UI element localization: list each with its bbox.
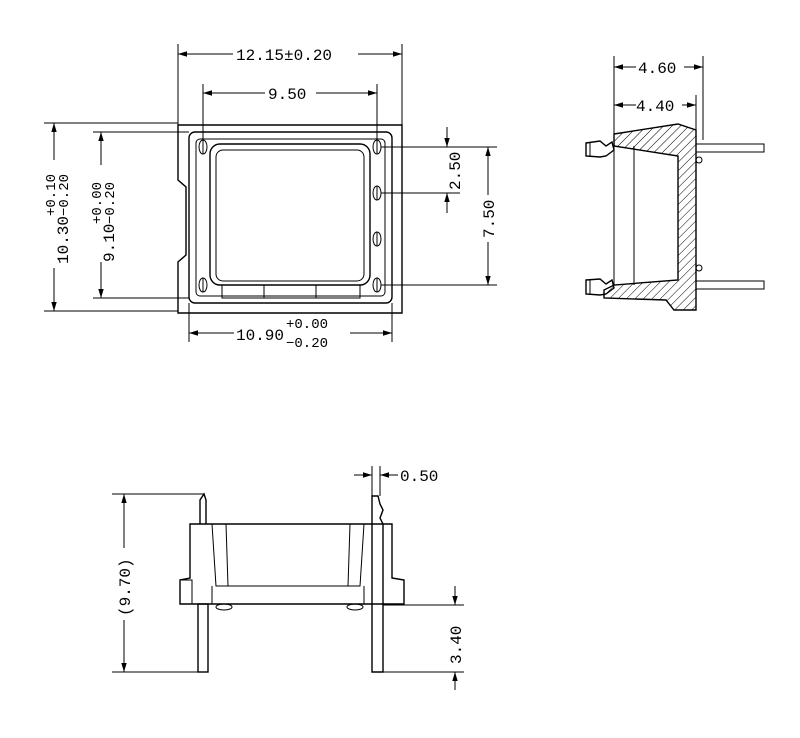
dim-inner-depth: 4.40 <box>614 95 697 130</box>
dim-total-height-text: (9.70) <box>117 558 135 616</box>
front-body <box>179 523 405 605</box>
dim-pin-pitch-width: 9.50 <box>202 84 378 140</box>
dim-overall-width-text: 12.15±0.20 <box>236 47 332 65</box>
top-view-window-outer <box>209 143 371 286</box>
dim-pin-length-text: 3.40 <box>448 626 466 664</box>
dim-body-width-tol-plus: +0.00 <box>286 317 328 333</box>
dim-inner-depth-text: 4.40 <box>636 98 674 116</box>
top-view-window-inner <box>215 149 365 282</box>
dim-pin-span-text: 7.50 <box>481 200 499 238</box>
dim-overall-height-tol-minus: −0.20 <box>57 174 73 216</box>
pin-holes <box>198 139 382 293</box>
side-pin-stub-bottom <box>585 278 615 296</box>
front-left-pin <box>197 603 209 673</box>
dim-wall-thickness: 0.50 <box>354 466 438 496</box>
dim-body-width-tol-minus: −0.20 <box>286 336 328 352</box>
dim-pin-length: 3.40 <box>383 586 466 690</box>
side-section-body <box>603 123 697 311</box>
dim-inner-height: 9.10 +0.00 −0.20 <box>90 131 189 299</box>
dim-outer-depth-text: 4.60 <box>638 60 676 78</box>
top-view-outer-frame <box>177 124 403 314</box>
dim-pin-span: 7.50 <box>381 146 499 286</box>
dim-pin-pitch-width-text: 9.50 <box>268 86 306 104</box>
dim-wall-thickness-text: 0.50 <box>400 468 438 486</box>
front-cavity <box>211 523 365 587</box>
top-view-bottom-tab <box>315 284 361 299</box>
front-left-pin-top <box>199 492 207 524</box>
side-pin-stub-top <box>585 140 615 158</box>
dim-overall-width: 12.15±0.20 <box>177 44 403 125</box>
top-view: 12.15±0.20 9.50 10.30 +0.10 −0.20 <box>44 44 499 352</box>
dim-outer-depth: 4.60 <box>613 56 704 140</box>
front-view: (9.70) 0.50 3.40 <box>112 466 466 690</box>
side-section-view: 4.60 4.40 <box>585 56 765 311</box>
top-view-rim <box>195 138 386 297</box>
dim-overall-height: 10.30 +0.10 −0.20 <box>44 122 178 312</box>
dim-pin-pitch-text: 2.50 <box>447 152 465 190</box>
side-pin <box>695 143 765 153</box>
top-view-body <box>188 131 393 304</box>
dim-body-width: 10.90 +0.00 −0.20 <box>188 303 393 352</box>
side-pin <box>695 280 765 290</box>
front-left-flange <box>179 579 193 605</box>
dim-overall-height-text: 10.30 <box>55 216 73 264</box>
dim-inner-height-text: 9.10 <box>101 224 119 262</box>
dim-total-height: (9.70) <box>112 493 204 673</box>
dim-overall-height-tol-plus: +0.10 <box>44 174 60 216</box>
dim-body-width-text: 10.90 <box>236 327 284 345</box>
dim-inner-height-tol-plus: +0.00 <box>90 182 106 224</box>
dim-pin-pitch: 2.50 <box>381 127 465 213</box>
dim-inner-height-tol-minus: −0.20 <box>103 182 119 224</box>
front-right-pin <box>371 495 384 673</box>
